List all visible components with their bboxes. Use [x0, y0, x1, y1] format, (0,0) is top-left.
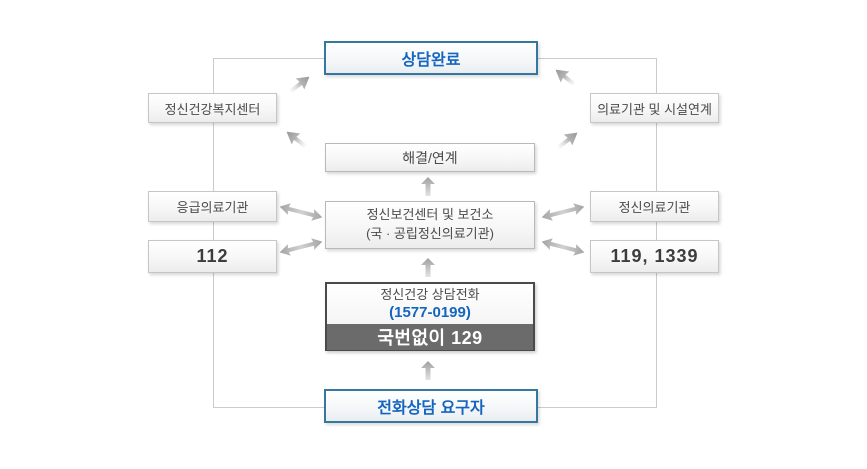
- node-mental-medical: 정신의료기관: [590, 191, 719, 222]
- double-arrow-icon: [541, 238, 585, 256]
- node-caller-label: 전화상담 요구자: [377, 400, 485, 417]
- double-arrow-icon: [279, 238, 323, 256]
- node-health-center-line1: 정신보건센터 및 보건소: [366, 207, 494, 223]
- node-112-label: 112: [196, 246, 229, 266]
- node-medical-facility-link: 의료기관 및 시설연계: [590, 93, 719, 123]
- arrow-up-icon: [421, 258, 435, 277]
- node-mental-medical-label: 정신의료기관: [618, 200, 691, 215]
- hotline-direct-band: 국번없이 129: [327, 324, 533, 350]
- node-119-1339-label: 119, 1339: [610, 246, 699, 266]
- node-welfare-center-label: 정신건강복지센터: [164, 101, 261, 117]
- node-resolve-link: 해결/연계: [325, 143, 535, 172]
- arrow-up-right-icon: [289, 76, 310, 93]
- node-emergency-medical-label: 응급의료기관: [176, 200, 249, 215]
- connector-line-right: [656, 58, 657, 408]
- arrow-up-left-icon: [555, 69, 576, 86]
- hotline-title: 정신건강 상담전화: [380, 287, 480, 303]
- node-counsel-complete: 상담완료: [324, 41, 538, 75]
- node-caller: 전화상담 요구자: [324, 389, 538, 423]
- node-welfare-center: 정신건강복지센터: [148, 93, 277, 123]
- node-112: 112: [148, 240, 277, 273]
- double-arrow-icon: [279, 203, 323, 221]
- node-119-1339: 119, 1339: [590, 240, 719, 273]
- node-emergency-medical: 응급의료기관: [148, 191, 277, 222]
- arrow-up-icon: [421, 177, 435, 196]
- hotline-upper-panel: 정신건강 상담전화 (1577-0199): [327, 284, 533, 324]
- node-health-center: 정신보건센터 및 보건소 (국 · 공립정신의료기관): [325, 201, 535, 249]
- node-counsel-complete-label: 상담완료: [401, 52, 461, 69]
- node-hotline: 정신건강 상담전화 (1577-0199) 국번없이 129: [325, 282, 535, 351]
- arrow-up-right-icon: [557, 132, 578, 149]
- node-resolve-link-label: 해결/연계: [402, 149, 458, 166]
- connector-line-left: [213, 58, 214, 408]
- hotline-direct-label: 국번없이 129: [377, 328, 483, 348]
- double-arrow-icon: [541, 203, 585, 221]
- hotline-number: (1577-0199): [389, 303, 471, 321]
- arrow-up-left-icon: [286, 131, 307, 148]
- node-medical-facility-link-label: 의료기관 및 시설연계: [597, 101, 712, 117]
- node-health-center-line2: (국 · 공립정신의료기관): [366, 226, 494, 241]
- arrow-up-icon: [421, 361, 435, 380]
